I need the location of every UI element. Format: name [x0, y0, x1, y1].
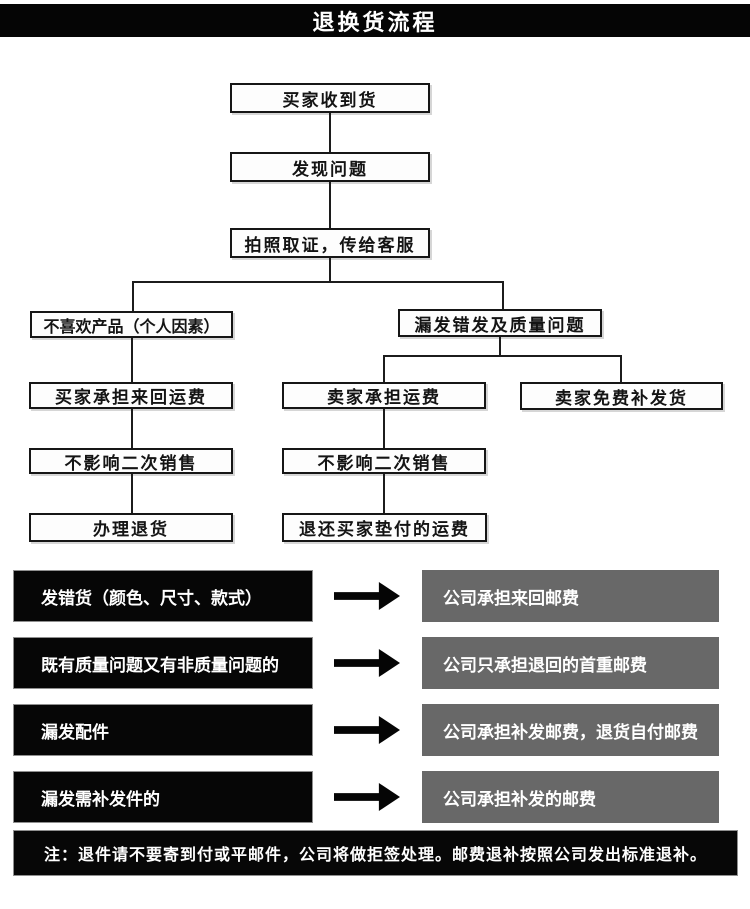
arrow-right-icon	[334, 783, 400, 811]
result-box: 公司只承担退回的首重邮费	[422, 637, 719, 689]
condition-box: 漏发配件	[13, 704, 313, 756]
connector-line	[620, 355, 622, 382]
flow-node-free-reship: 卖家免费补发货	[520, 382, 723, 410]
flow-node-buyer-receives: 买家收到货	[230, 83, 430, 113]
condition-box: 发错货（颜色、尺寸、款式）	[13, 570, 313, 622]
connector-line	[499, 337, 501, 355]
connector-line	[383, 355, 385, 382]
connector-line	[502, 281, 504, 309]
page-title: 退换货流程	[312, 9, 438, 35]
flow-node-refund-shipping: 退还买家垫付的运费	[282, 513, 487, 542]
flow-node-wrong-or-quality: 漏发错发及质量问题	[398, 309, 602, 337]
policy-row: 漏发配件 公司承担补发邮费，退货自付邮费	[0, 704, 750, 756]
policy-row: 既有质量问题又有非质量问题的 公司只承担退回的首重邮费	[0, 637, 750, 689]
result-box: 公司承担来回邮费	[422, 570, 719, 622]
connector-line	[383, 474, 385, 513]
arrow-right-icon	[334, 716, 400, 744]
result-box: 公司承担补发的邮费	[422, 771, 719, 823]
flow-node-process-return: 办理退货	[29, 513, 233, 542]
connector-line	[383, 355, 622, 357]
condition-box: 既有质量问题又有非质量问题的	[13, 637, 313, 689]
connector-line	[131, 409, 133, 448]
connector-line	[131, 474, 133, 513]
policy-row: 漏发需补发件的 公司承担补发的邮费	[0, 771, 750, 823]
policy-row: 发错货（颜色、尺寸、款式） 公司承担来回邮费	[0, 570, 750, 622]
flow-node-dislike-product: 不喜欢产品（个人因素）	[30, 311, 233, 338]
arrow-right-icon	[334, 649, 400, 677]
result-box: 公司承担补发邮费，退货自付邮费	[422, 704, 719, 756]
flow-node-photo-evidence: 拍照取证，传给客服	[230, 228, 430, 258]
footer-note: 注：退件请不要寄到付或平邮件，公司将做拒签处理。邮费退补按照公司发出标准退补。	[13, 830, 738, 876]
header-banner: 退换货流程	[0, 4, 750, 37]
flow-node-seller-pays-shipping: 卖家承担运费	[282, 382, 486, 409]
connector-line	[132, 281, 134, 311]
connector-line	[132, 281, 504, 283]
connector-line	[383, 409, 385, 448]
connector-line	[131, 338, 133, 382]
connector-line	[329, 113, 331, 152]
footer-note-text: 注：退件请不要寄到付或平邮件，公司将做拒签处理。邮费退补按照公司发出标准退补。	[43, 847, 707, 864]
connector-line	[329, 258, 331, 281]
arrow-right-icon	[334, 582, 400, 610]
connector-line	[329, 182, 331, 228]
flow-node-resalable-mid: 不影响二次销售	[282, 448, 486, 474]
flow-node-buyer-pays-shipping: 买家承担来回运费	[29, 382, 233, 409]
condition-box: 漏发需补发件的	[13, 771, 313, 823]
flow-node-resalable-left: 不影响二次销售	[29, 448, 233, 474]
flow-node-find-problem: 发现问题	[230, 152, 430, 182]
